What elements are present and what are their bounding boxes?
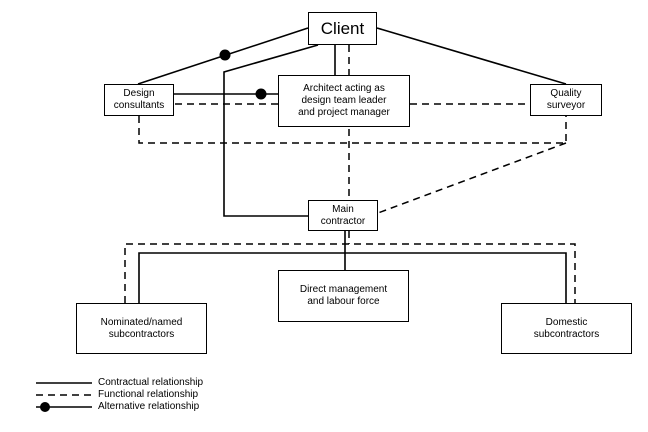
quality-surveyor-node: Quality surveyor [530, 84, 602, 116]
domestic-subcontractors-node: Domestic subcontractors [501, 303, 632, 354]
nominated-subcontractors-node: Nominated/named subcontractors [76, 303, 207, 354]
alternative-marker-client-design-consultants [219, 49, 231, 61]
legend-functional-label: Functional relationship [98, 389, 199, 400]
contract-line-client-main-contractor [223, 44, 319, 217]
legend-functional-line-icon [36, 394, 92, 396]
contract-line-main-contractor-subcontractors [138, 231, 567, 303]
main-contractor-node: Main contractor [308, 200, 378, 231]
legend-alternative-line-icon [36, 402, 92, 412]
design-consultants-node: Design consultants [104, 84, 174, 116]
client-node: Client [308, 12, 377, 45]
function-line-design-consultants-quality-surveyor [138, 116, 567, 144]
contract-line-client-quality-surveyor [376, 27, 567, 85]
legend-contractual-label: Contractual relationship [98, 377, 204, 388]
legend-functional: Functional relationship [34, 389, 294, 401]
legend-alternative: Alternative relationship [34, 401, 294, 413]
legend-contractual-line-icon [36, 382, 92, 384]
alternative-marker-design-consultants-architect [255, 88, 267, 100]
legend-contractual: Contractual relationship [34, 377, 294, 389]
function-line-quality-surveyor-main-contractor [377, 142, 567, 214]
function-line-main-contractor-subcontractors [124, 231, 576, 303]
direct-management-node: Direct management and labour force [278, 270, 409, 322]
architect-node: Architect acting as design team leader a… [278, 75, 410, 127]
legend-alternative-label: Alternative relationship [98, 401, 200, 412]
